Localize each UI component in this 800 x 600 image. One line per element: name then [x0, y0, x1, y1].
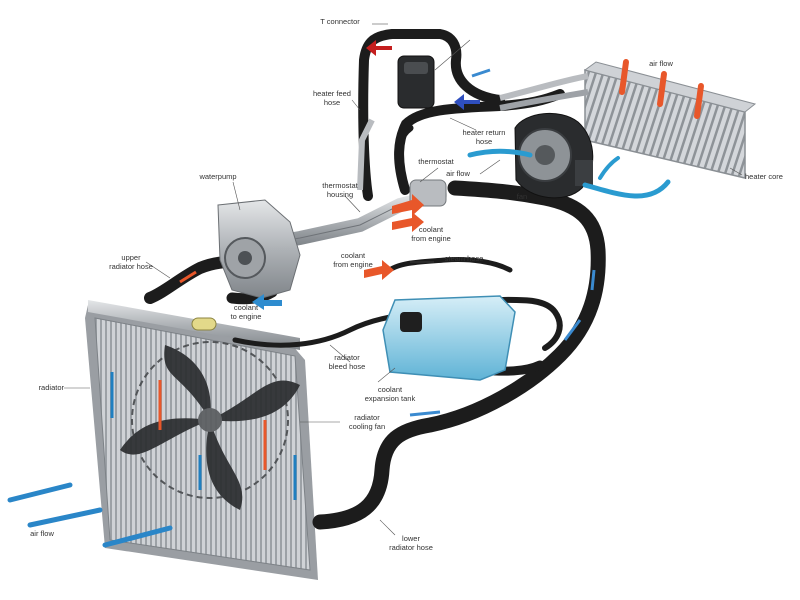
engine-flow-arrows — [252, 40, 480, 310]
radiator-cooling-fan — [120, 341, 300, 510]
label-radiator-bleed-hose: radiator bleed hose — [328, 353, 366, 371]
label-radiator-cooling-fan: radiator cooling fan — [348, 413, 386, 431]
label-thermostat-housing: thermostat housing — [322, 181, 358, 199]
coolant-expansion-tank — [382, 295, 516, 381]
label-coolant-from-engine-2: coolant from engine — [333, 251, 373, 269]
label-heater-return-hose: heater return hose — [462, 128, 506, 146]
leader-lines — [64, 23, 743, 536]
label-thermostat: thermostat — [418, 157, 454, 166]
radiator — [85, 300, 318, 580]
label-air-flow-bottom: air flow — [30, 529, 54, 538]
label-steam-hose: steam hose — [444, 254, 484, 263]
radiator-cap — [191, 317, 217, 331]
air-flow-arrows — [7, 59, 704, 548]
label-air-flow-fan: air flow — [446, 169, 470, 178]
hose-flow-arrows — [179, 68, 596, 417]
label-air-flow-top: air flow — [649, 59, 673, 68]
lower-radiator-hose — [312, 180, 606, 530]
heater-valve — [397, 55, 435, 109]
label-coolant-from-engine-1: coolant from engine — [411, 225, 451, 243]
label-lower-radiator-hose: lower radiator hose — [389, 534, 433, 552]
label-coolant-to-engine: coolant to engine — [230, 303, 262, 321]
label-t-connector: T connector — [320, 17, 360, 26]
label-heater-core: heater core — [745, 172, 783, 181]
waterpump — [217, 199, 301, 299]
radiator-flow-arrows — [110, 372, 297, 500]
label-radiator: radiator — [38, 383, 64, 392]
cabin-fan — [514, 112, 594, 199]
label-fan: fan — [516, 192, 528, 201]
label-upper-radiator-hose: upper radiator hose — [109, 253, 153, 271]
steam-hose — [382, 257, 513, 277]
label-coolant-expansion-tank: coolant expansion tank — [364, 385, 416, 403]
heater-core — [499, 61, 757, 179]
label-heater-feed-hose: heater feed hose — [313, 89, 351, 107]
label-waterpump: waterpump — [199, 172, 237, 181]
